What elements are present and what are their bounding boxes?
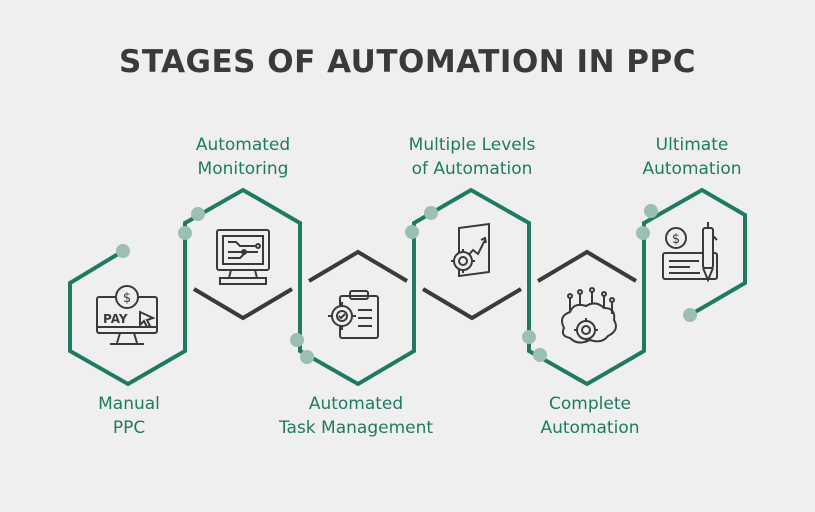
- document-chart-gear-icon: [451, 222, 490, 278]
- stage-label-line: PPC: [112, 418, 146, 438]
- connector-dot: [424, 206, 438, 220]
- connector-dot: [191, 207, 205, 221]
- stage-label-line: Automated: [195, 135, 291, 155]
- connector-dot: [178, 226, 192, 240]
- connector-dot: [683, 308, 697, 322]
- chevron-down-1: [192, 287, 294, 321]
- pay-monitor-icon: $ PAY: [96, 285, 158, 345]
- stage-label-line: of Automation: [411, 159, 533, 179]
- stage-label-line: Manual: [98, 394, 160, 414]
- connector-dot: [300, 350, 314, 364]
- stage-label-line: Multiple Levels: [408, 135, 536, 155]
- chevron-up-1: [307, 249, 409, 283]
- connector-dot: [533, 348, 547, 362]
- stage-label-line: Automation: [642, 159, 742, 179]
- connector-dot: [405, 225, 419, 239]
- stage-label-line: Automated: [308, 394, 404, 414]
- chevron-up-2: [536, 249, 638, 283]
- page-title: STAGES OF AUTOMATION IN PPC: [119, 44, 696, 80]
- stage-label-automated-monitoring: Automated Monitoring: [133, 133, 353, 181]
- connector-dot: [522, 330, 536, 344]
- connector-dot: [636, 226, 650, 240]
- clipboard-gear-icon: [328, 290, 379, 339]
- monitor-circuit-icon: [216, 229, 270, 285]
- stage-label-manual-ppc: Manual PPC: [19, 392, 239, 440]
- stage-label-automated-task-management: Automated Task Management: [246, 392, 466, 440]
- stage-label-line: Task Management: [278, 418, 434, 438]
- svg-text:PAY: PAY: [103, 312, 128, 326]
- hexagon-connector-path: [68, 187, 747, 387]
- stage-label-line: Monitoring: [197, 159, 289, 179]
- stage-label-ultimate-automation: Ultimate Automation: [582, 133, 802, 181]
- connector-dot: [290, 333, 304, 347]
- brain-gear-icon: [561, 287, 617, 344]
- stage-label-complete-automation: Complete Automation: [480, 392, 700, 440]
- chevron-down-2: [421, 287, 523, 321]
- stage-label-line: Complete: [549, 394, 631, 414]
- svg-text:$: $: [672, 232, 680, 247]
- svg-text:$: $: [123, 291, 131, 306]
- connector-dot: [116, 244, 130, 258]
- connector-dot: [644, 204, 658, 218]
- connector-dots: [116, 204, 697, 364]
- stage-label-multiple-levels: Multiple Levels of Automation: [362, 133, 582, 181]
- cheque-pen-icon: $: [662, 222, 718, 283]
- stage-label-line: Ultimate: [655, 135, 729, 155]
- stage-label-line: Automation: [540, 418, 640, 438]
